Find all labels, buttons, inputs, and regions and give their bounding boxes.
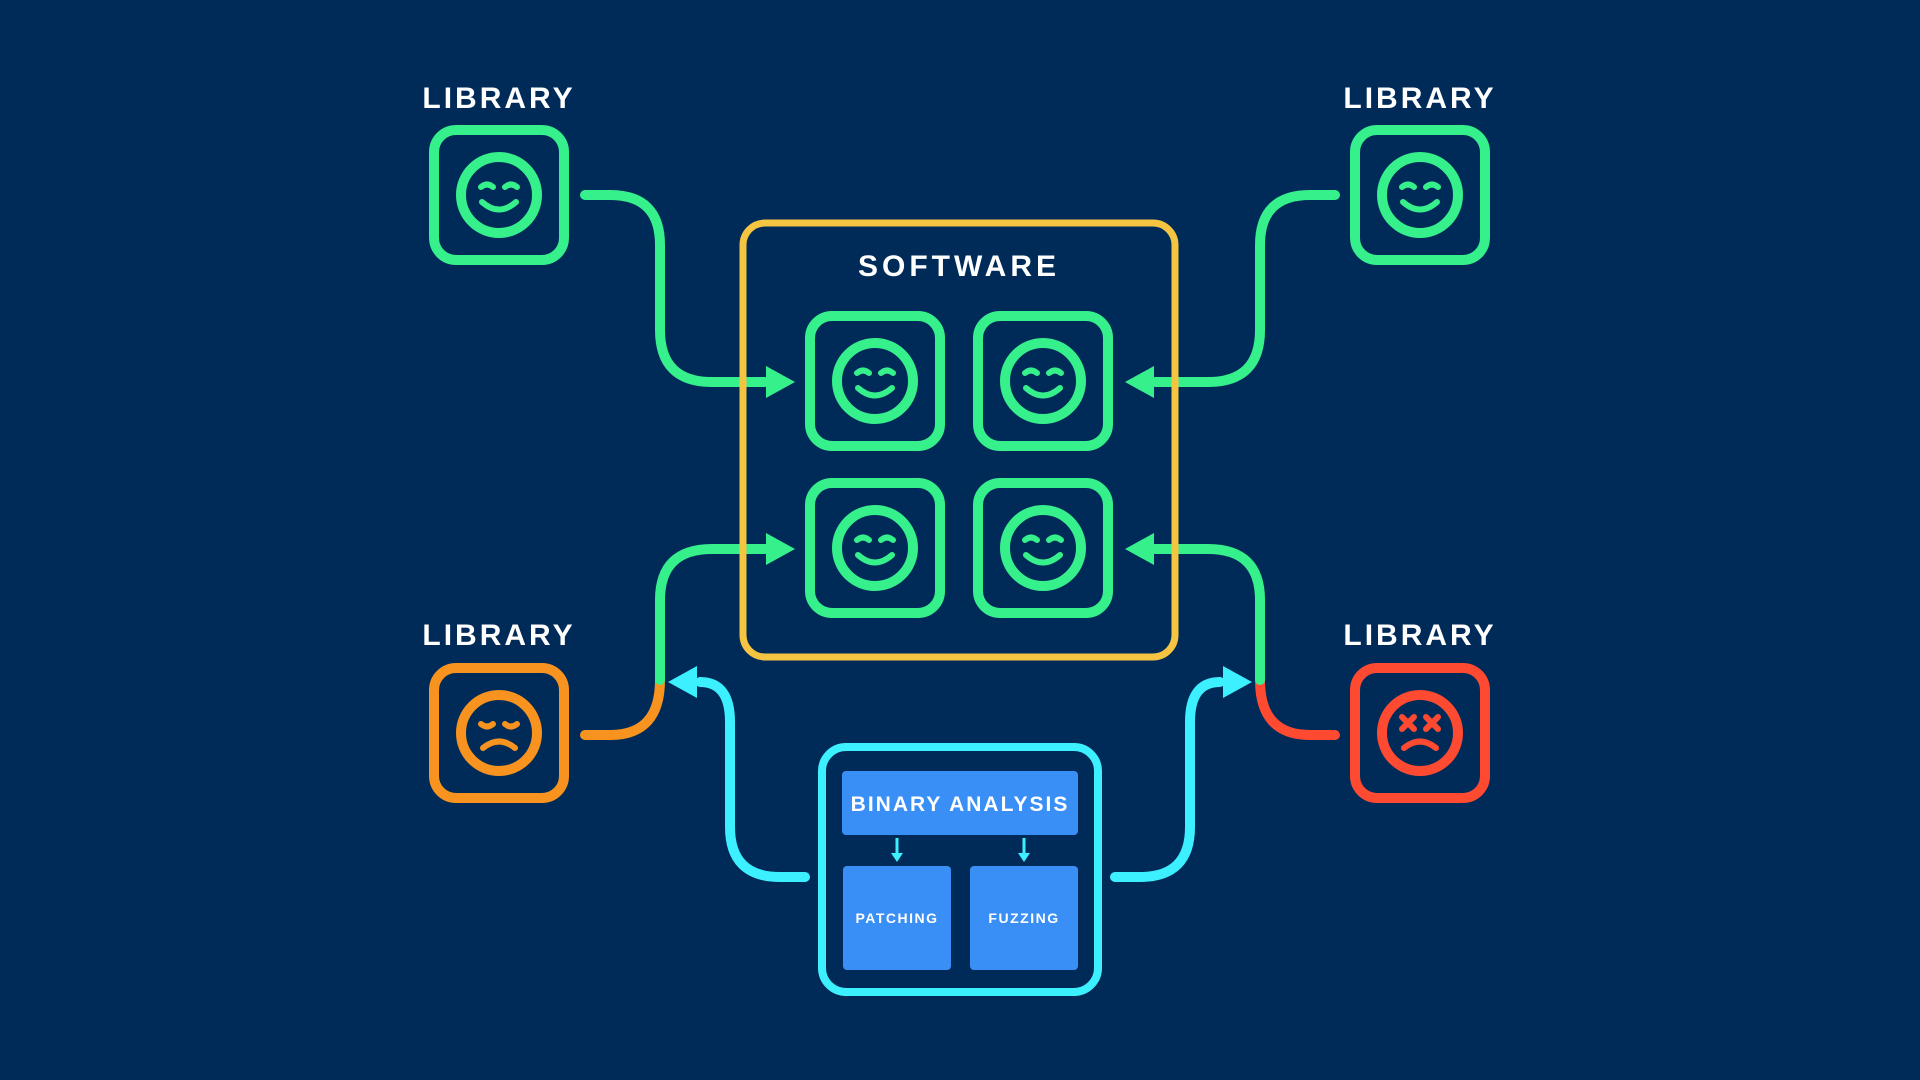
software-component-2 (973, 311, 1113, 451)
fuzzing-label: FUZZING (988, 910, 1059, 926)
happy-face-icon (461, 157, 537, 233)
software-box: SOFTWARE (739, 219, 1179, 661)
connectors (580, 190, 1340, 882)
connector-analysis-right (1110, 677, 1225, 882)
dead-face-icon (1382, 695, 1458, 771)
sad-face-icon (461, 695, 537, 771)
connector-analysis-left (695, 677, 810, 882)
patching-label: PATCHING (855, 910, 938, 926)
connector-bottom-right-green (1150, 544, 1265, 685)
software-component-3 (805, 478, 945, 618)
happy-face-icon (1382, 157, 1458, 233)
library-bottom-left-box (429, 663, 569, 803)
arrow-head-top-left (766, 366, 795, 398)
connector-bottom-right-red (1255, 675, 1340, 740)
arrow-head-bottom-right (1125, 533, 1154, 565)
software-title: SOFTWARE (858, 250, 1060, 283)
library-top-right-label: LIBRARY (1343, 82, 1496, 115)
library-bottom-left: LIBRARY (422, 619, 575, 803)
connector-bottom-left-green (655, 544, 770, 685)
library-bottom-right-box (1350, 663, 1490, 803)
fuzzing-box (970, 866, 1078, 970)
binary-analysis-title: BINARY ANALYSIS (851, 793, 1070, 816)
arrow-down-icon-head (891, 853, 903, 862)
library-top-right-box (1350, 125, 1490, 265)
binary-analysis-border (818, 743, 1102, 996)
library-top-left: LIBRARY (422, 82, 575, 265)
happy-face-icon (837, 510, 913, 586)
library-bottom-right: LIBRARY (1343, 619, 1496, 803)
happy-face-icon (837, 343, 913, 419)
arrow-head-top-right (1125, 366, 1154, 398)
patching-box (843, 866, 951, 970)
library-bottom-right-label: LIBRARY (1343, 619, 1496, 652)
connector-bottom-left-orange (580, 675, 665, 740)
binary-analysis-box: BINARY ANALYSIS PATCHING FUZZING (818, 743, 1102, 996)
arrow-down-icon-head (1018, 853, 1030, 862)
library-top-left-box (429, 125, 569, 265)
software-border (739, 219, 1179, 661)
library-top-left-label: LIBRARY (422, 82, 575, 115)
arrow-head-bottom-left (766, 533, 795, 565)
arrow-head-analysis-right (1223, 666, 1252, 698)
library-top-right: LIBRARY (1343, 82, 1496, 265)
library-bottom-left-label: LIBRARY (422, 619, 575, 652)
arrow-head-analysis-left (668, 666, 697, 698)
software-component-4 (973, 478, 1113, 618)
happy-face-icon (1005, 510, 1081, 586)
connector-top-right (1150, 190, 1340, 387)
binary-analysis-header (842, 771, 1078, 835)
connector-top-left (580, 190, 770, 387)
software-component-1 (805, 311, 945, 451)
happy-face-icon (1005, 343, 1081, 419)
